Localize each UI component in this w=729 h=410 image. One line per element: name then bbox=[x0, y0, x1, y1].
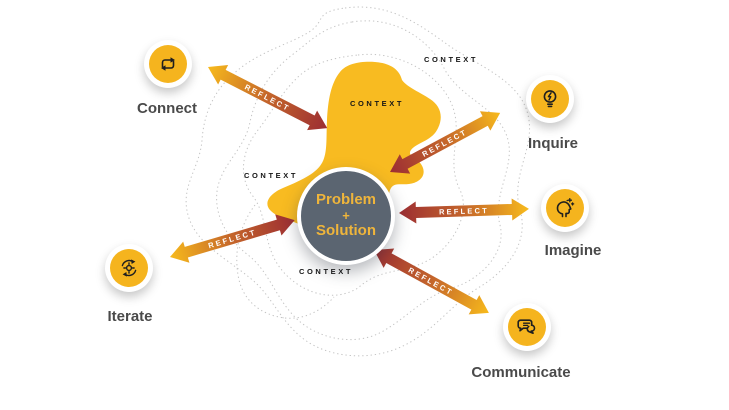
inquire-icon-circle bbox=[531, 80, 569, 118]
node-label-iterate: Iterate bbox=[107, 308, 153, 325]
speech-bubbles-icon bbox=[517, 319, 536, 334]
context-label-left: CONTEXT bbox=[243, 171, 299, 180]
center-line-problem: Problem bbox=[315, 191, 376, 209]
reflect-arrow-iterate: REFLECT bbox=[170, 214, 295, 263]
reflect-label: REFLECT bbox=[407, 266, 455, 298]
node-connect bbox=[144, 40, 192, 88]
problem-solution-node: Problem + Solution bbox=[297, 167, 395, 265]
context-label-bottom: CONTEXT bbox=[298, 267, 354, 276]
node-inquire bbox=[526, 75, 574, 123]
node-communicate bbox=[503, 303, 551, 351]
iterate-icon-circle bbox=[110, 249, 148, 287]
swap-arrows-icon bbox=[161, 57, 175, 71]
center-line-plus: + bbox=[342, 207, 350, 223]
communicate-icon-circle bbox=[508, 308, 546, 346]
cycle-gear-icon bbox=[121, 259, 137, 277]
node-label-connect: Connect bbox=[137, 100, 197, 117]
context-label-on-blob: CONTEXT bbox=[349, 99, 405, 108]
context-contour-lines bbox=[185, 6, 530, 357]
imagine-icon-circle bbox=[546, 189, 584, 227]
connect-icon-circle bbox=[149, 45, 187, 83]
node-iterate bbox=[105, 244, 153, 292]
node-label-communicate: Communicate bbox=[471, 364, 571, 381]
context-label-top-right: CONTEXT bbox=[423, 55, 479, 64]
center-line-solution: Solution bbox=[316, 222, 376, 240]
lightbulb-bolt-icon bbox=[543, 90, 557, 108]
reflect-arrow-connect: REFLECT bbox=[208, 64, 328, 131]
node-imagine bbox=[541, 184, 589, 232]
node-label-inquire: Inquire bbox=[527, 135, 579, 152]
reflect-arrow-imagine: REFLECT bbox=[399, 198, 529, 224]
reflect-label: REFLECT bbox=[243, 82, 292, 113]
head-sparkles-icon bbox=[556, 197, 575, 218]
node-label-imagine: Imagine bbox=[544, 242, 602, 259]
reflect-label: REFLECT bbox=[439, 206, 489, 217]
reflect-arrow-communicate: REFLECT bbox=[374, 248, 489, 315]
